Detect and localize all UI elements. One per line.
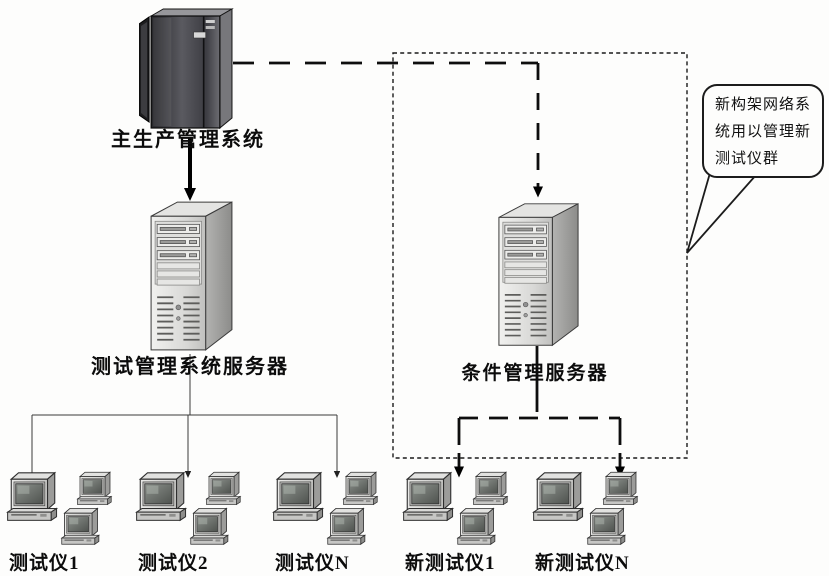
callout-bubble: 新构架网络系 统用以管理新 测试仪群 <box>702 84 824 178</box>
new-architecture-dashed-region <box>392 52 688 459</box>
computer-icon <box>455 507 499 547</box>
computer-icon <box>188 507 232 547</box>
mainframe-icon <box>139 6 234 134</box>
condition-server-label: 条件管理服务器 <box>461 363 609 384</box>
condition-server-icon <box>491 198 585 353</box>
group-label: 新测试仪1 <box>405 553 496 574</box>
pc-group-new-tester-1: 新测试仪1 <box>400 471 528 575</box>
computer-icon <box>133 471 191 524</box>
group-label: 测试仪2 <box>138 553 209 574</box>
computer-icon <box>341 471 381 507</box>
group-label: 测试仪N <box>275 553 350 574</box>
computer-icon <box>530 471 588 524</box>
pc-group-tester-2: 测试仪2 <box>133 471 261 575</box>
group-label: 新测试仪N <box>535 553 630 574</box>
computer-icon <box>325 507 369 547</box>
callout-text-line: 测试仪群 <box>715 151 780 167</box>
main-system-label: 主生产管理系统 <box>111 129 265 151</box>
computer-icon <box>270 471 328 524</box>
pc-group-tester-n: 测试仪N <box>270 471 398 575</box>
computer-icon <box>4 471 62 524</box>
test-server-label: 测试管理系统服务器 <box>91 356 289 378</box>
callout-text-line: 新构架网络系 <box>715 97 812 113</box>
computer-icon <box>204 471 244 507</box>
pc-group-tester-1: 测试仪1 <box>4 471 132 575</box>
callout-text-line: 统用以管理新 <box>715 124 812 140</box>
computer-icon <box>75 471 115 507</box>
callout-tail <box>686 165 766 254</box>
test-server-icon <box>143 196 239 358</box>
computer-icon <box>400 471 458 524</box>
computer-icon <box>601 471 641 507</box>
computer-icon <box>585 507 629 547</box>
computer-icon <box>471 471 511 507</box>
computer-icon <box>59 507 103 547</box>
pc-group-new-tester-n: 新测试仪N <box>530 471 658 575</box>
group-label: 测试仪1 <box>9 553 80 574</box>
